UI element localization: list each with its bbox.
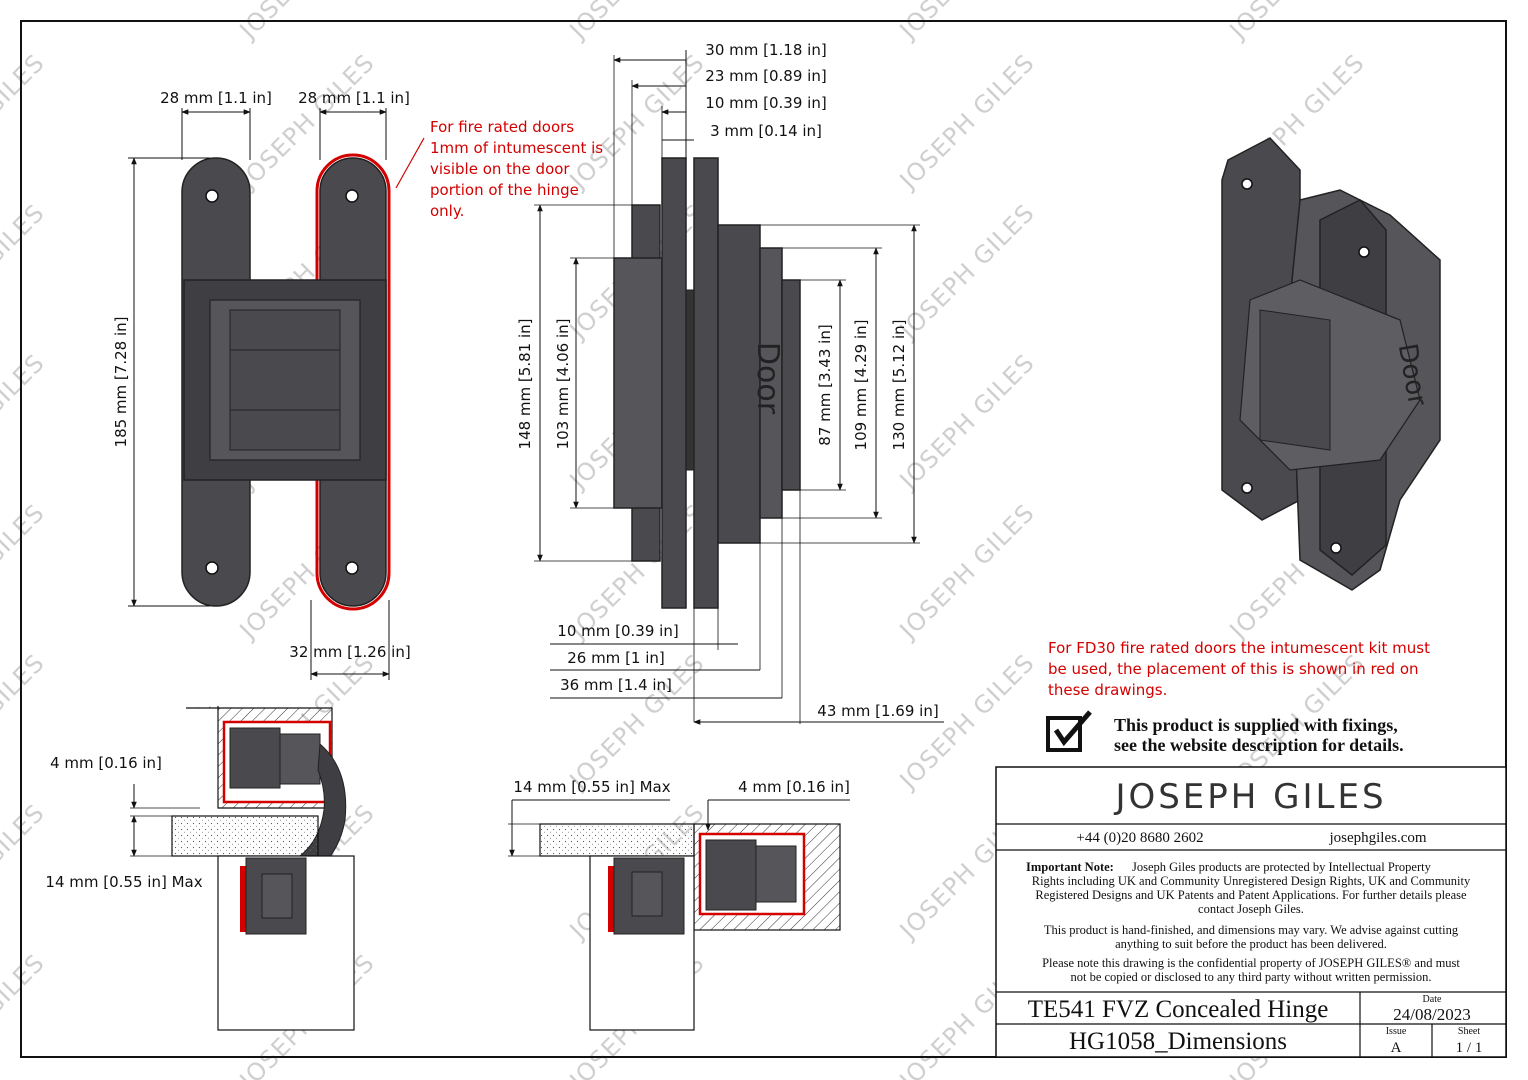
- dim-overall-height: 185 mm [7.28 in]: [112, 317, 130, 448]
- note-line: portion of the hinge: [430, 181, 579, 199]
- important-line: Rights including UK and Community Unregi…: [1032, 874, 1471, 888]
- handfinish-line: anything to suit before the product has …: [1115, 937, 1387, 951]
- note-line: For fire rated doors: [430, 118, 574, 136]
- screw-hole-icon: [1241, 178, 1253, 190]
- watermark-text: JOSEPH GILES: [893, 199, 1040, 346]
- date-label: Date: [1423, 994, 1442, 1005]
- sheet-label: Sheet: [1458, 1026, 1480, 1037]
- note-line: 1mm of intumescent is: [430, 139, 603, 157]
- screw-hole-icon: [345, 561, 359, 575]
- drawing-name: HG1058_Dimensions: [1069, 1028, 1287, 1055]
- watermark-text: JOSEPH GILES: [1223, 0, 1370, 46]
- dim-body-width: 32 mm [1.26 in]: [289, 643, 410, 661]
- watermark-text: JOSEPH GILES: [0, 49, 50, 196]
- section-view-left: 4 mm [0.16 in] 14 mm [0.55 in] Max: [45, 706, 355, 1031]
- dim-right: 130 mm [5.12 in]: [890, 320, 908, 451]
- note-line: be used, the placement of this is shown …: [1048, 660, 1419, 678]
- dim-section-left: 14 mm [0.55 in] Max: [45, 873, 202, 891]
- dim-leaf-width-left: 28 mm [1.1 in]: [160, 89, 272, 107]
- note-line: For FD30 fire rated doors the intumescen…: [1048, 639, 1430, 657]
- sheet-value: 1 / 1: [1456, 1040, 1483, 1056]
- screw-hole-icon: [1358, 246, 1370, 258]
- section-view-right: 14 mm [0.55 in] Max 4 mm [0.16 in]: [508, 778, 850, 1031]
- watermark-text: JOSEPH GILES: [0, 349, 50, 496]
- dim-bottom: 26 mm [1 in]: [567, 649, 665, 667]
- dim-bottom: 36 mm [1.4 in]: [560, 676, 672, 694]
- watermark-text: JOSEPH GILES: [0, 799, 50, 946]
- dim-left: 148 mm [5.81 in]: [516, 319, 534, 450]
- dim-section-left: 4 mm [0.16 in]: [50, 754, 162, 772]
- confidential-line: Please note this drawing is the confiden…: [1042, 956, 1460, 970]
- issue-label: Issue: [1386, 1026, 1407, 1037]
- drawing-frame: [20, 20, 1507, 1058]
- date-value: 24/08/2023: [1393, 1005, 1470, 1024]
- screw-hole-icon: [205, 561, 219, 575]
- confidential-line: not be copied or disclosed to any third …: [1070, 970, 1431, 984]
- dim-left: 103 mm [4.06 in]: [554, 319, 572, 450]
- dim-right: 87 mm [3.43 in]: [816, 324, 834, 445]
- watermark-text: JOSEPH GILES: [893, 349, 1040, 496]
- fixings-line: This product is supplied with fixings,: [1114, 715, 1398, 735]
- important-line: contact Joseph Giles.: [1198, 902, 1304, 916]
- note-line: these drawings.: [1048, 681, 1167, 699]
- note-line: visible on the door: [430, 160, 570, 178]
- dim-section-right: 14 mm [0.55 in] Max: [513, 778, 670, 796]
- dim-bottom: 10 mm [0.39 in]: [557, 622, 678, 640]
- watermark-text: JOSEPH GILES: [563, 649, 710, 796]
- brand-name: JOSEPH GILES: [1113, 777, 1386, 817]
- watermark-text: JOSEPH GILES: [0, 199, 50, 346]
- note-line: only.: [430, 202, 464, 220]
- product-name: TE541 FVZ Concealed Hinge: [1028, 996, 1329, 1023]
- watermark-text: JOSEPH GILES: [563, 49, 710, 196]
- door-label: Door: [750, 342, 785, 415]
- dim-top: 23 mm [0.89 in]: [705, 67, 826, 85]
- watermark-text: JOSEPH GILES: [893, 499, 1040, 646]
- checkmark-icon: [1053, 710, 1092, 747]
- dim-section-right: 4 mm [0.16 in]: [738, 778, 850, 796]
- dim-top: 30 mm [1.18 in]: [705, 41, 826, 59]
- screw-hole-icon: [205, 189, 219, 203]
- dim-top: 10 mm [0.39 in]: [705, 94, 826, 112]
- important-line: Registered Designs and UK Patents and Pa…: [1035, 888, 1467, 902]
- important-line: Joseph Giles products are protected by I…: [1132, 860, 1432, 874]
- phone-number: +44 (0)20 8680 2602: [1076, 830, 1203, 846]
- dim-bottom: 43 mm [1.69 in]: [817, 702, 938, 720]
- side-view: Door 30 mm [1.18 in] 23 mm [0.89 in] 10 …: [516, 41, 944, 725]
- handfinish-line: This product is hand-finished, and dimen…: [1044, 923, 1459, 937]
- website: josephgiles.com: [1328, 830, 1426, 846]
- dim-right: 109 mm [4.29 in]: [852, 320, 870, 451]
- screw-hole-icon: [345, 189, 359, 203]
- watermark-text: JOSEPH GILES: [563, 0, 710, 46]
- title-block: JOSEPH GILES +44 (0)20 8680 2602 josephg…: [995, 766, 1507, 1058]
- screw-hole-icon: [1330, 542, 1342, 554]
- watermark-text: JOSEPH GILES: [233, 0, 380, 46]
- fire-rated-note: For fire rated doors 1mm of intumescent …: [430, 118, 603, 220]
- issue-value: A: [1391, 1040, 1402, 1056]
- watermark-text: JOSEPH GILES: [893, 0, 1040, 46]
- fd30-note: For FD30 fire rated doors the intumescen…: [1048, 639, 1430, 699]
- checkbox-icon: [1046, 716, 1082, 752]
- watermark-text: JOSEPH GILES: [0, 499, 50, 646]
- important-label: Important Note:: [1026, 860, 1114, 874]
- watermark-text: JOSEPH GILES: [0, 949, 50, 1080]
- watermark-text: JOSEPH GILES: [893, 49, 1040, 196]
- isometric-view: Door: [1221, 137, 1441, 591]
- watermark-text: JOSEPH GILES: [0, 0, 50, 46]
- screw-hole-icon: [1241, 482, 1253, 494]
- dim-leaf-width-right: 28 mm [1.1 in]: [298, 89, 410, 107]
- fixings-note: This product is supplied with fixings, s…: [1046, 710, 1404, 755]
- front-view: 28 mm [1.1 in] 28 mm [1.1 in] 185 mm [7.…: [112, 89, 603, 680]
- dim-top: 3 mm [0.14 in]: [710, 122, 822, 140]
- fixings-line: see the website description for details.: [1114, 735, 1404, 755]
- watermark-text: JOSEPH GILES: [0, 649, 50, 796]
